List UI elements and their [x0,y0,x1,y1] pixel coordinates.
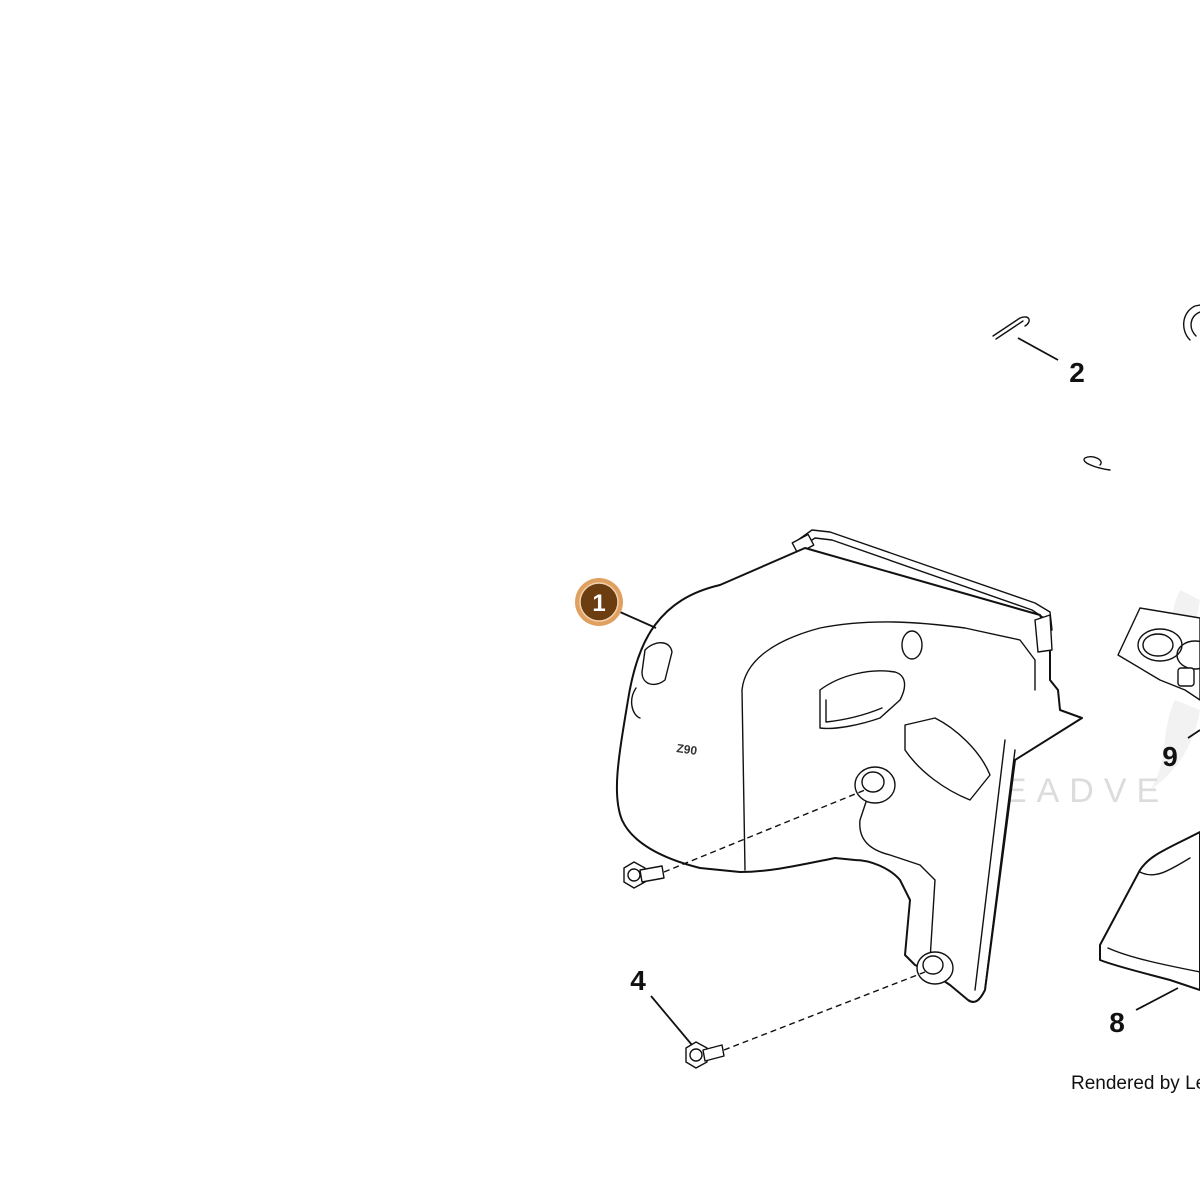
callout-1-active[interactable]: 1 [575,578,623,626]
leader-1 [619,611,657,629]
clip-partial-top-right [1183,304,1200,341]
callout-4[interactable]: 4 [630,965,646,996]
leader-8 [1135,987,1179,1011]
bolt-upper-axis [663,789,866,873]
gasket-panel-part-9 [1117,607,1200,701]
leader-2 [1017,337,1059,361]
cover-panel-part-1: Z90 [615,529,1083,1003]
render-credit: Rendered by Lea [1071,1073,1200,1094]
callout-9[interactable]: 9 [1162,741,1178,772]
leader-9 [1187,729,1200,739]
part-marking-z90: Z90 [676,741,699,758]
clip-small [1083,456,1111,471]
leader-4 [650,995,693,1046]
bolt-lower-part-4 [685,1041,725,1069]
callout-1-disc [579,582,619,622]
lower-cover-part-8 [1099,831,1200,991]
callout-2[interactable]: 2 [1069,357,1085,388]
bolt-lower-axis [723,971,926,1051]
callout-1-label: 1 [592,590,605,617]
callout-8[interactable]: 8 [1109,1007,1125,1038]
clip-part-2 [992,316,1030,340]
bolt-upper [623,861,665,889]
